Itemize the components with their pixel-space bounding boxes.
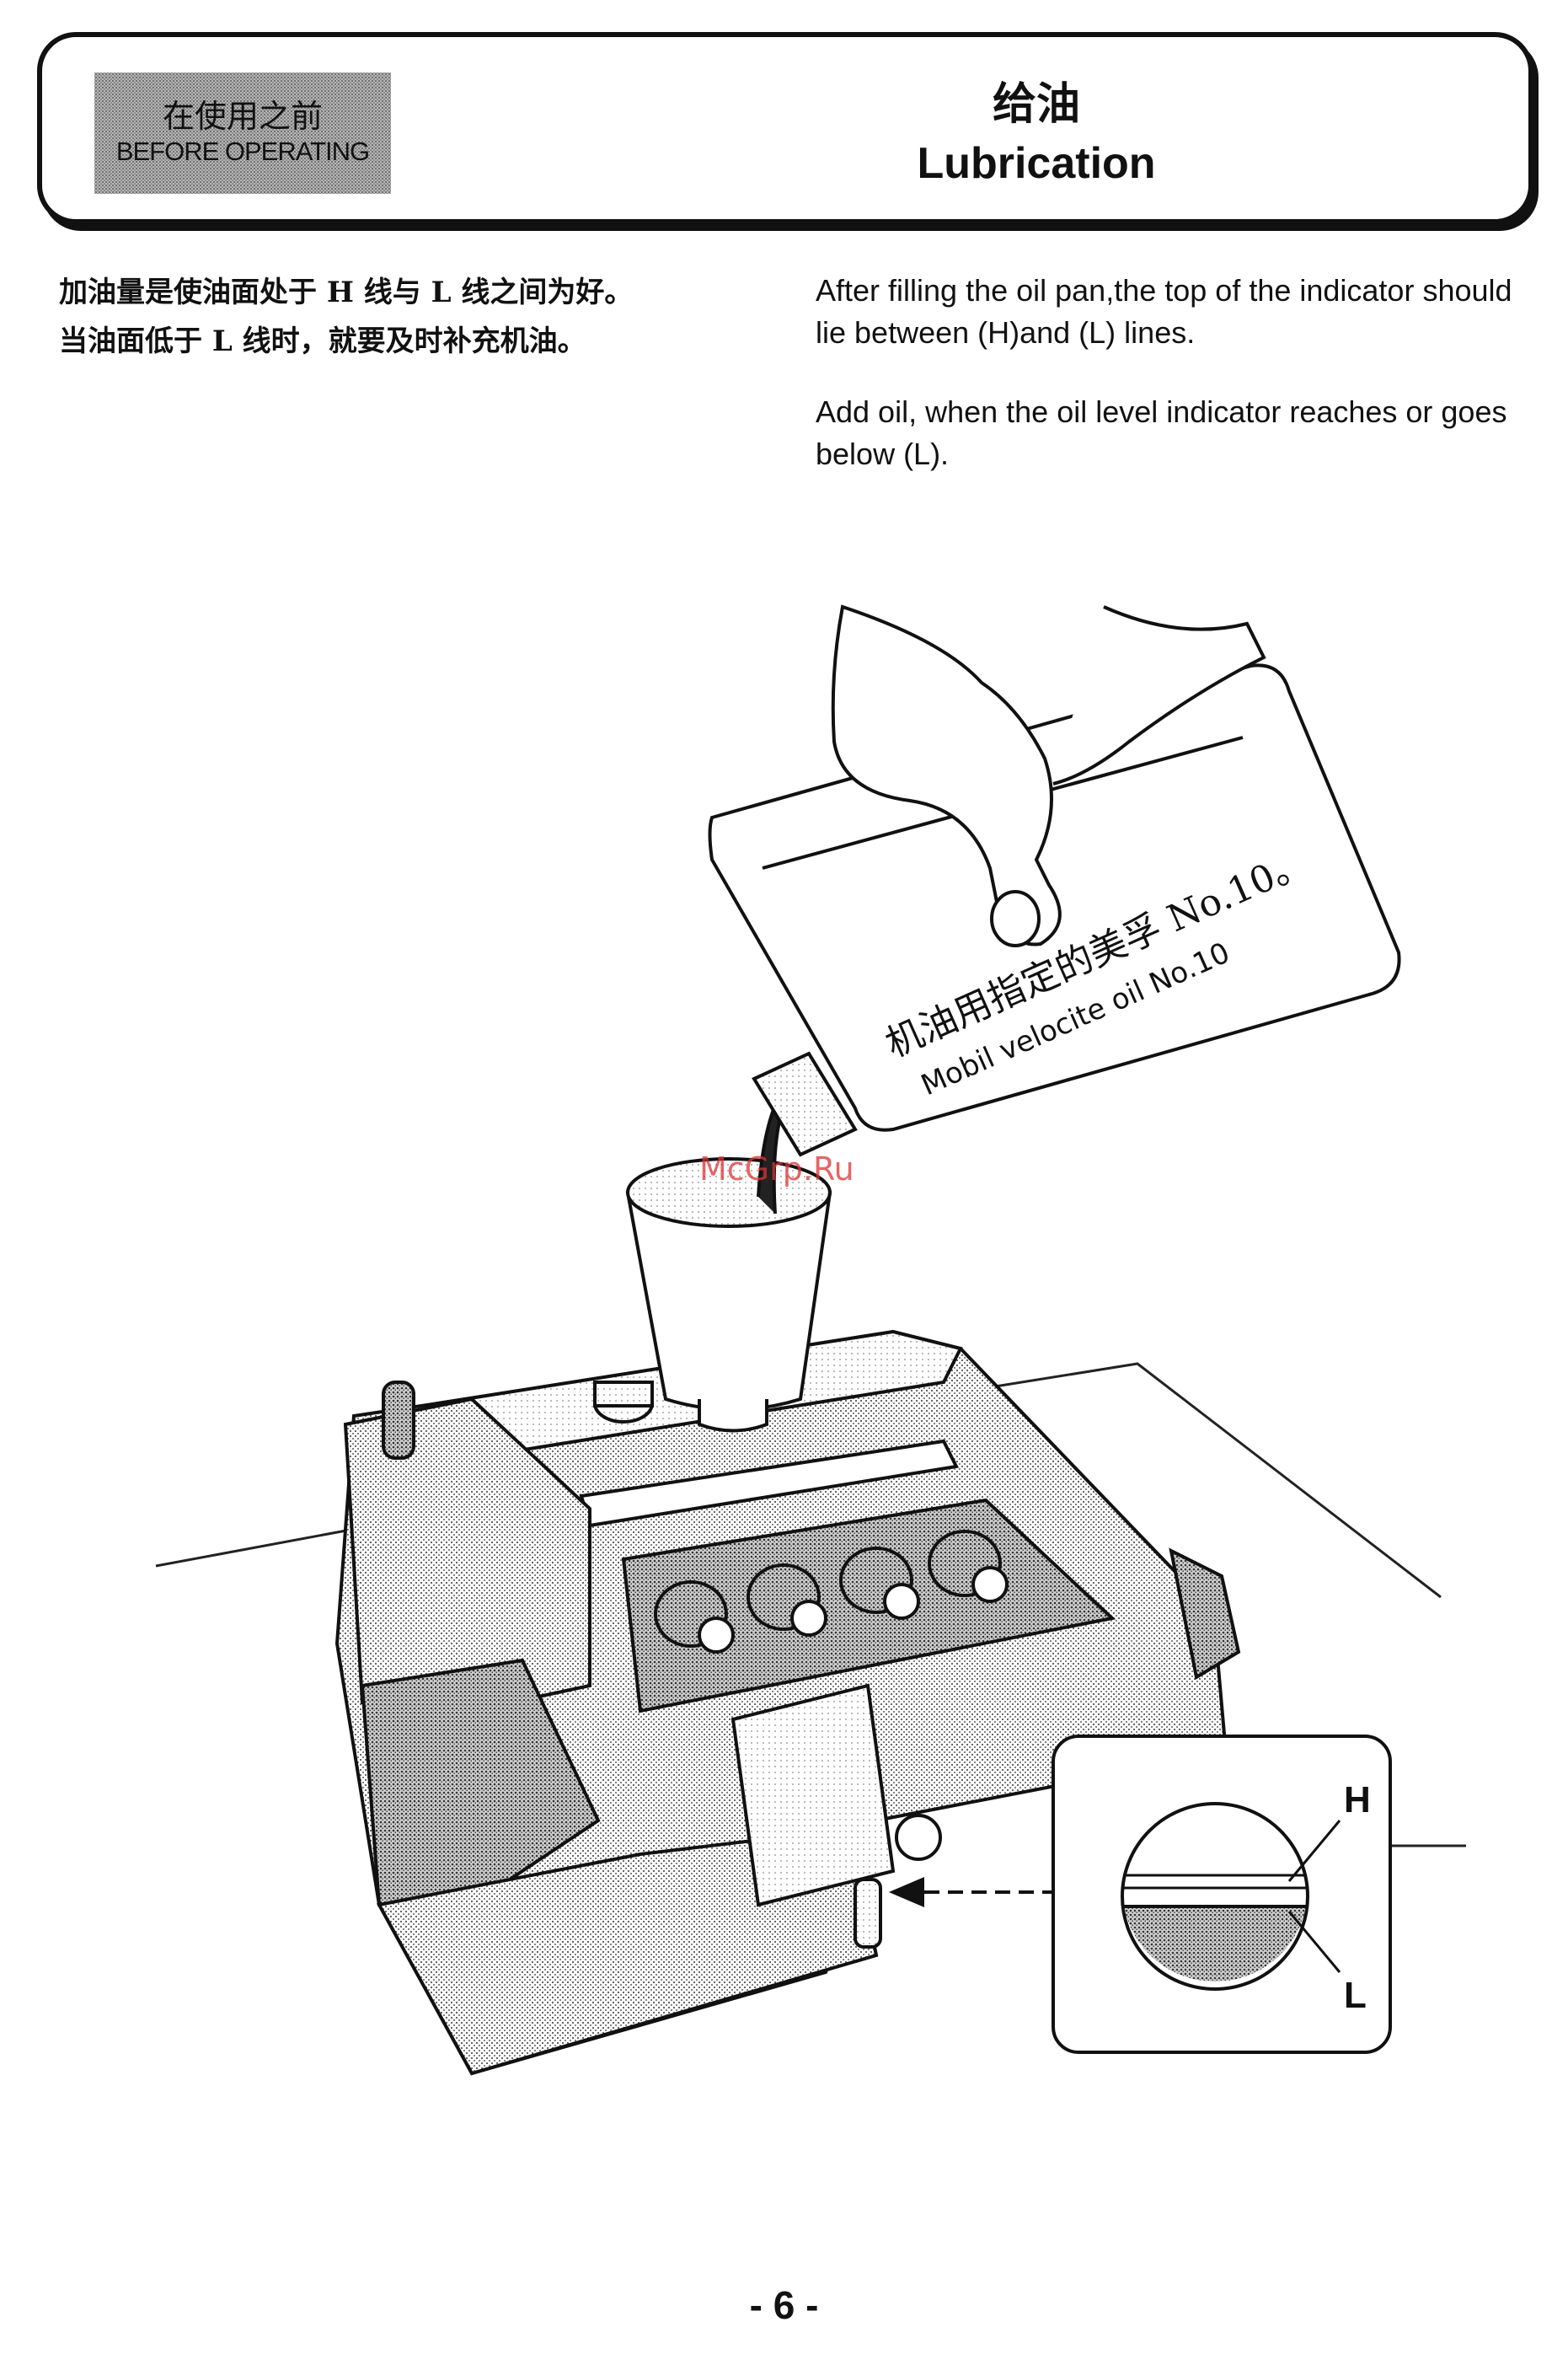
badge-en: BEFORE OPERATING bbox=[116, 136, 369, 169]
chinese-instructions: 加油量是使油面处于 H 线与 L 线之间为好。 当油面低于 L 线时，就要及时补… bbox=[59, 268, 750, 366]
badge-zh: 在使用之前 bbox=[163, 98, 323, 137]
en-paragraph-2: Add oil, when the oil level indicator re… bbox=[816, 391, 1532, 475]
title-en: Lubrication bbox=[632, 136, 1441, 193]
zh-line-1: 加油量是使油面处于 H 线与 L 线之间为好。 bbox=[59, 268, 750, 317]
label-h: H bbox=[1344, 1779, 1371, 1820]
zh-line-2: 当油面低于 L 线时，就要及时补充机油。 bbox=[59, 317, 750, 366]
page-title: 给油 Lubrication bbox=[632, 74, 1441, 192]
section-badge: 在使用之前 BEFORE OPERATING bbox=[94, 72, 391, 194]
label-l: L bbox=[1344, 1975, 1367, 2016]
english-instructions: After filling the oil pan,the top of the… bbox=[816, 270, 1532, 512]
title-zh: 给油 bbox=[632, 74, 1441, 136]
indicator-arrow bbox=[893, 1879, 1057, 1905]
page-number: - 6 - bbox=[0, 2282, 1568, 2328]
en-paragraph-1: After filling the oil pan,the top of the… bbox=[816, 270, 1532, 354]
lubrication-illustration: 机油用指定的美孚 No.10。 Mobil velocite oil No.10… bbox=[0, 590, 1568, 2141]
watermark: McGrp.Ru bbox=[699, 1150, 854, 1188]
oil-level-inset: H L bbox=[1053, 1736, 1390, 2052]
header-box: 在使用之前 BEFORE OPERATING 给油 Lubrication bbox=[37, 32, 1533, 224]
